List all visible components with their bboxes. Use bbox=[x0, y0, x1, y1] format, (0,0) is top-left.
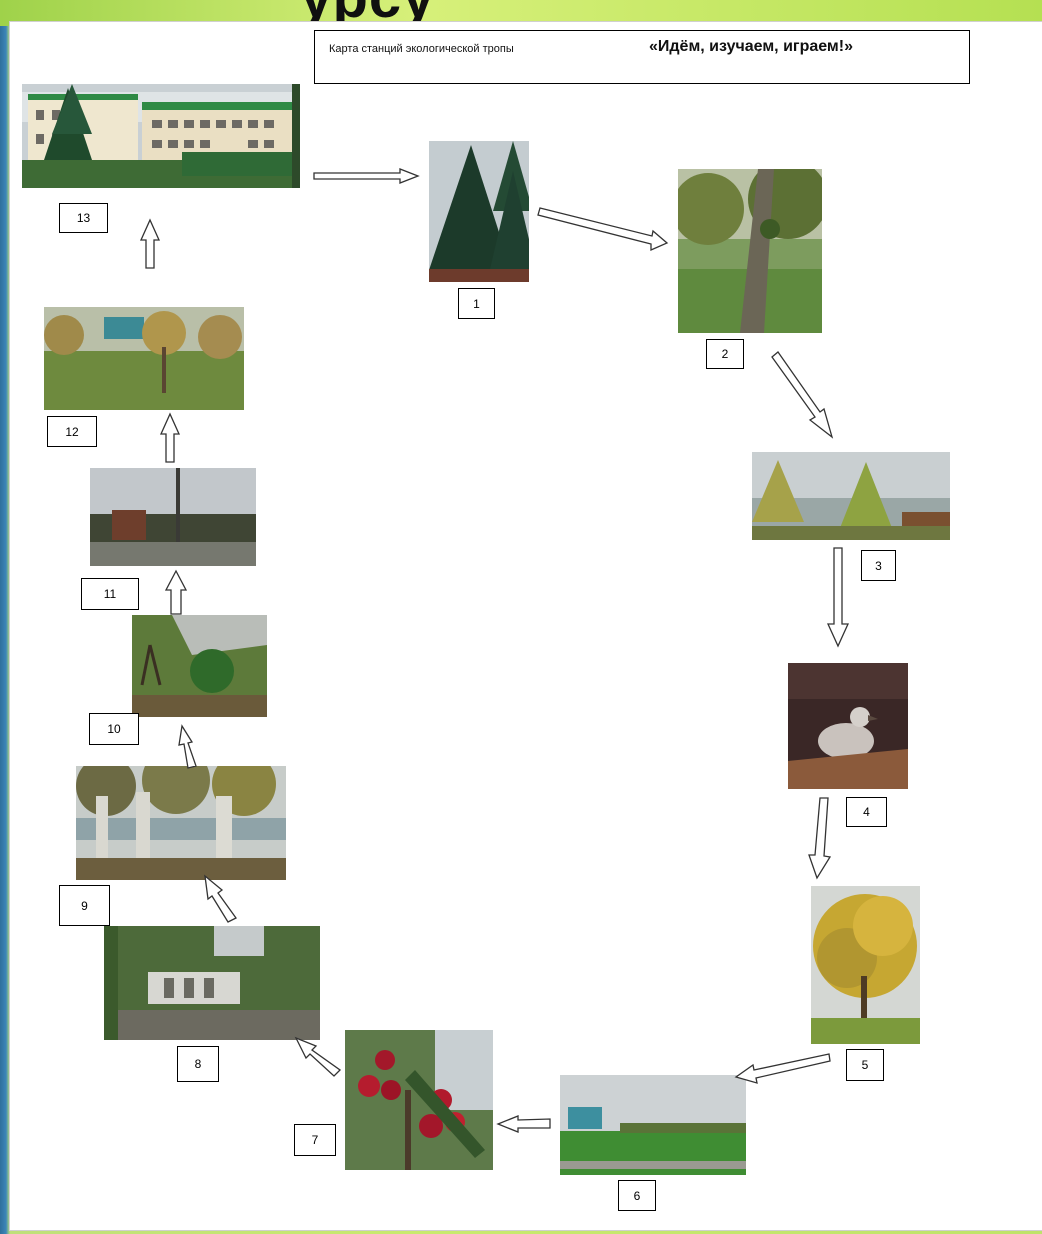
station-6-photo bbox=[560, 1075, 746, 1175]
map-title-box: Карта станций экологической тропы «Идём,… bbox=[314, 30, 970, 84]
station-5-photo bbox=[811, 886, 920, 1044]
station-12-photo bbox=[44, 307, 244, 410]
station-2-number: 2 bbox=[706, 339, 744, 369]
station-13-photo bbox=[22, 84, 300, 188]
station-3-photo bbox=[752, 452, 950, 540]
station-11-photo bbox=[90, 468, 256, 566]
station-9-photo bbox=[76, 766, 286, 880]
station-9-number: 9 bbox=[59, 885, 110, 926]
station-4-number: 4 bbox=[846, 797, 887, 827]
station-5-number: 5 bbox=[846, 1049, 884, 1081]
station-4-photo bbox=[788, 663, 908, 789]
station-8-number: 8 bbox=[177, 1046, 219, 1082]
map-subtitle: «Идём, изучаем, играем!» bbox=[649, 38, 853, 56]
station-10-number: 10 bbox=[89, 713, 139, 745]
station-10-photo bbox=[132, 615, 267, 717]
map-title: Карта станций экологической тропы bbox=[329, 43, 514, 55]
station-7-photo bbox=[345, 1030, 493, 1170]
station-12-number: 12 bbox=[47, 416, 97, 447]
station-2-photo bbox=[678, 169, 822, 333]
station-13-number: 13 bbox=[59, 203, 108, 233]
station-8-photo bbox=[104, 926, 320, 1040]
station-1-photo bbox=[429, 141, 529, 282]
station-11-number: 11 bbox=[81, 578, 139, 610]
station-6-number: 6 bbox=[618, 1180, 656, 1211]
station-3-number: 3 bbox=[861, 550, 896, 581]
station-7-number: 7 bbox=[294, 1124, 336, 1156]
station-1-number: 1 bbox=[458, 288, 495, 319]
